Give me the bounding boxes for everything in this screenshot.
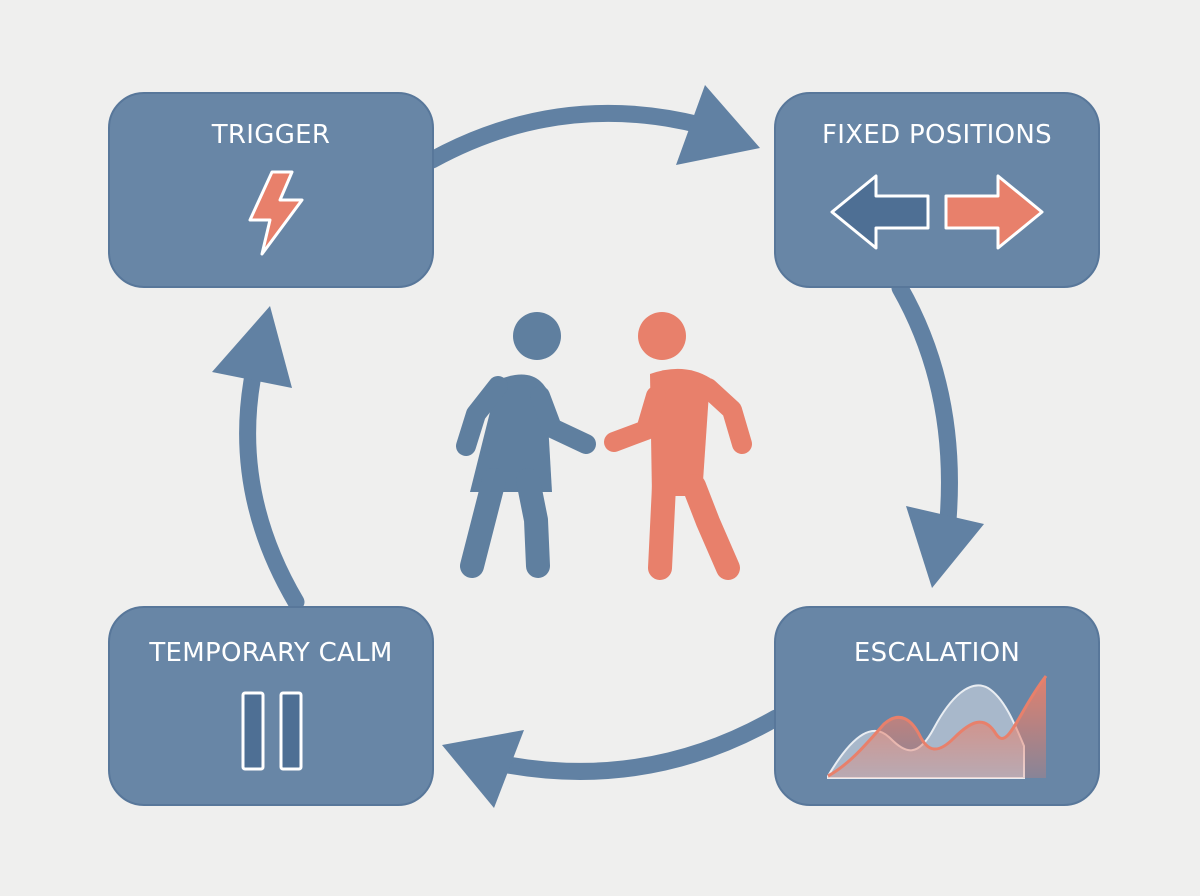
pause-icon: [241, 691, 303, 771]
person-blue-figure: [456, 312, 596, 578]
opposing-arrows-icon: [830, 174, 1044, 250]
arrow-fixed-positions-to-escalation: [891, 279, 984, 588]
arrow-escalation-to-temporary-calm: [442, 709, 785, 808]
stage-label-fixed-positions: FIXED POSITIONS: [822, 120, 1052, 150]
stage-label-trigger: TRIGGER: [211, 120, 331, 150]
person-coral-figure: [604, 312, 752, 580]
arrow-trigger-to-fixed-positions: [423, 85, 760, 169]
stage-label-temporary-calm: TEMPORARY CALM: [149, 638, 393, 668]
stage-box-fixed-positions: FIXED POSITIONS: [774, 92, 1100, 288]
stage-box-trigger: TRIGGER: [108, 92, 434, 288]
stage-box-temporary-calm: TEMPORARY CALM: [108, 606, 434, 806]
lightning-bolt-icon: [248, 170, 304, 256]
arrow-temporary-calm-to-trigger: [212, 306, 305, 611]
stage-label-escalation: ESCALATION: [853, 638, 1021, 668]
stage-box-escalation: ESCALATION: [774, 606, 1100, 806]
rising-waves-chart-icon: [827, 675, 1048, 779]
